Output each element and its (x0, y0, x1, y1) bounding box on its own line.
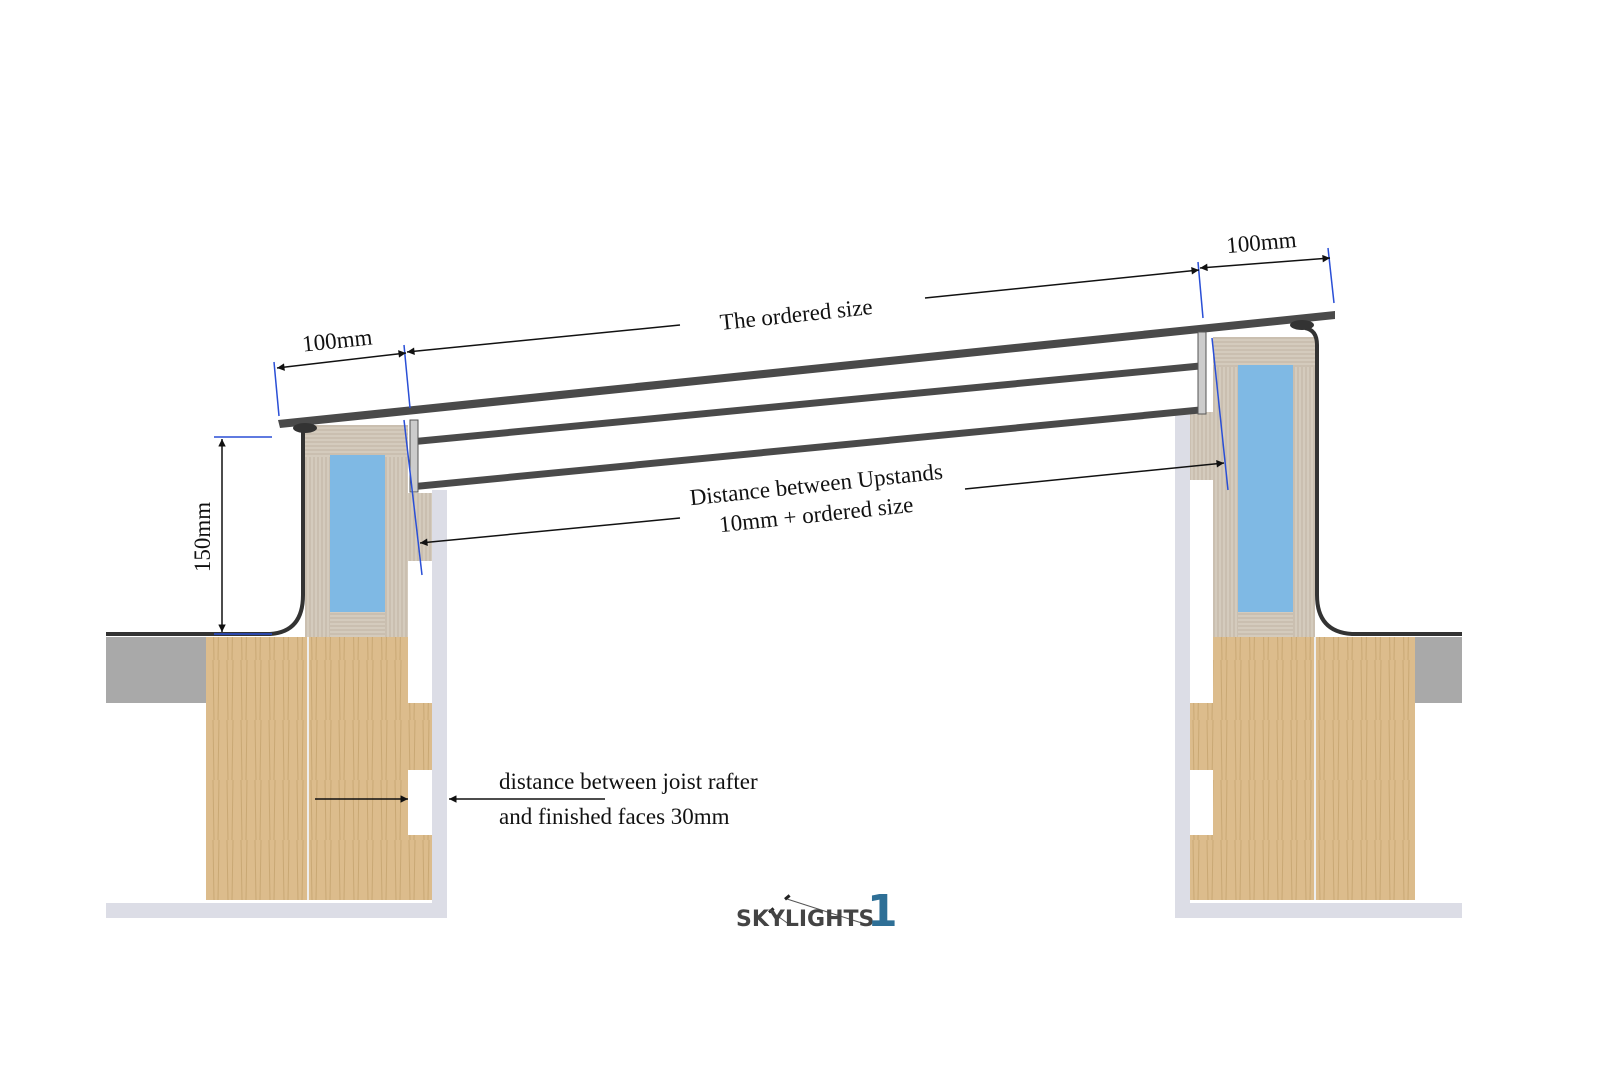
left-concrete-block (106, 637, 206, 703)
label-width-left: 100mm (301, 324, 374, 356)
glazing-unit (278, 311, 1335, 493)
right-joist (1213, 637, 1315, 900)
left-noggin-2 (408, 835, 432, 900)
label-width-right: 100mm (1225, 227, 1297, 258)
dim-ordered-right (924, 267, 1200, 299)
bottom-pane (415, 406, 1205, 490)
right-membrane (1304, 326, 1462, 636)
logo-numeral: 1 (867, 886, 898, 937)
dim-ordered-left (406, 324, 681, 355)
dim-upstands-right (964, 460, 1225, 490)
left-structure (106, 422, 447, 918)
right-structure (1175, 326, 1462, 918)
left-noggin (408, 703, 432, 770)
logo-text: SKYLIGHTS (736, 907, 874, 932)
right-concrete-block (1415, 637, 1462, 703)
left-joist (206, 637, 308, 900)
label-ordered-size: The ordered size (719, 294, 874, 335)
label-joist-2: and finished faces 30mm (499, 804, 730, 829)
dim-left-100 (276, 350, 407, 371)
top-pane (278, 311, 1335, 428)
skylights1-logo: SKYLIGHTS 1 (736, 886, 898, 937)
label-joist-1: distance between joist rafter (499, 769, 758, 794)
dim-upstands-left (419, 517, 681, 547)
middle-pane (415, 362, 1205, 445)
dim-right-100 (1199, 254, 1331, 272)
label-upstand-height: 150mm (190, 502, 215, 572)
right-joist-2 (1315, 637, 1415, 900)
right-insulation (1238, 365, 1293, 612)
left-joist-2 (308, 637, 408, 900)
left-insulation (330, 455, 385, 612)
